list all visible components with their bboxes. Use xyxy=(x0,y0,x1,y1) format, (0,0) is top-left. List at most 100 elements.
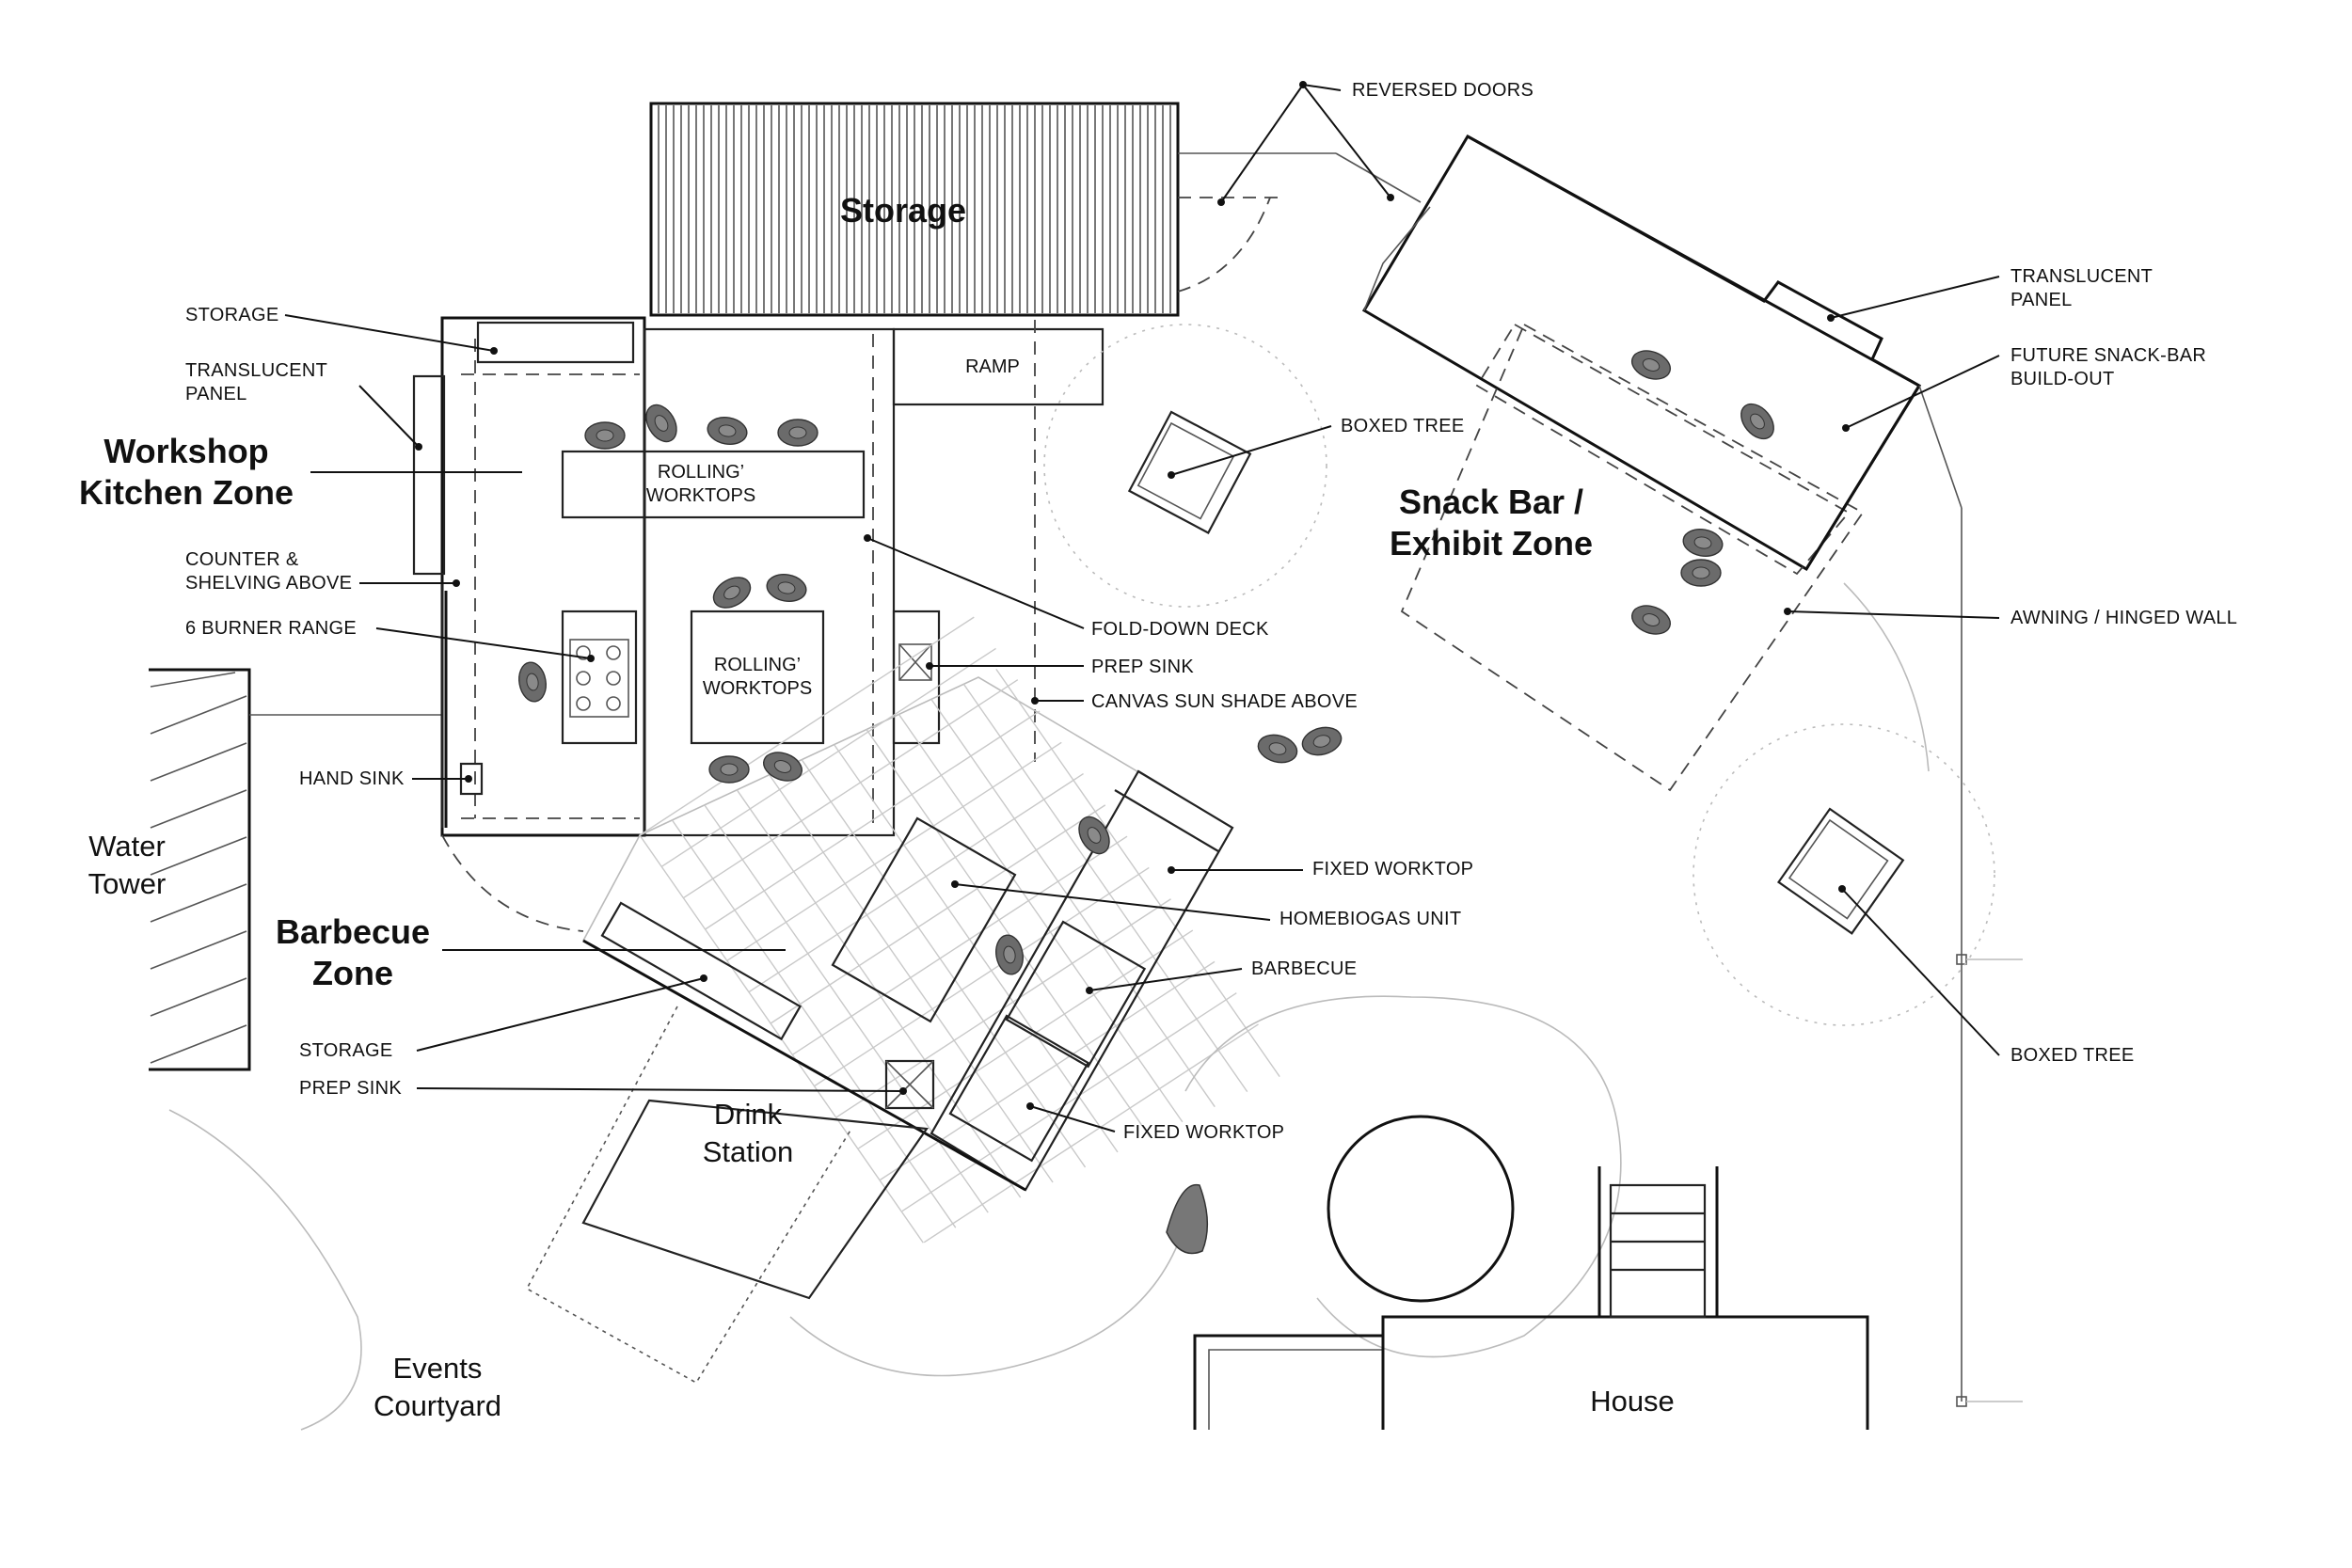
leader-line xyxy=(1089,968,1243,991)
paving-line xyxy=(801,759,1087,1168)
stool xyxy=(1630,350,1672,380)
leader-dot xyxy=(899,1087,907,1095)
leader-dot xyxy=(926,662,933,670)
leader-line xyxy=(1787,610,2000,619)
stools xyxy=(518,350,1774,975)
callout-six-burner-range: 6 BURNER RANGE xyxy=(185,618,357,639)
leader-dot xyxy=(490,347,498,355)
callout-counter-shelving-line2: SHELVING ABOVE xyxy=(185,573,352,594)
callout-canvas-sun-shade: CANVAS SUN SHADE ABOVE xyxy=(1091,691,1358,712)
stool xyxy=(584,421,626,450)
paving-line xyxy=(866,729,1151,1138)
paving-line xyxy=(639,616,975,836)
drink-station-label-line1: Drink xyxy=(714,1098,783,1131)
leader-dot xyxy=(415,443,422,451)
callout-future-snack-bar-line2: BUILD-OUT xyxy=(2010,369,2114,389)
bush xyxy=(1166,1183,1209,1255)
leader-line xyxy=(1170,425,1332,476)
stool xyxy=(1680,559,1722,587)
stairs xyxy=(1597,1166,1719,1319)
callout-boxed-tree-1: BOXED TREE xyxy=(1341,416,1465,436)
leader-line xyxy=(1302,84,1391,198)
leader-line xyxy=(375,627,592,659)
stool xyxy=(1740,403,1774,440)
paving-line xyxy=(660,647,996,867)
water-tower-label-line2: Tower xyxy=(88,867,167,900)
paving-line xyxy=(769,774,1054,1183)
paving-line xyxy=(683,679,1019,899)
barbecue-zone-line1: Barbecue xyxy=(276,912,430,951)
callout-fold-down-deck: FOLD-DOWN DECK xyxy=(1091,619,1269,640)
paving-line xyxy=(962,684,1248,1093)
leader-line xyxy=(1302,84,1342,91)
stool xyxy=(762,752,803,782)
leader-line xyxy=(1845,355,2000,429)
stool xyxy=(1630,605,1672,635)
callout-barbecue: BARBECUE xyxy=(1251,958,1357,979)
leader-dot xyxy=(453,579,460,587)
callout-leaders xyxy=(284,81,2000,1132)
stool xyxy=(1682,529,1724,557)
workshop-kitchen-structure xyxy=(412,316,1104,932)
snack-bar-zone-line2: Exhibit Zone xyxy=(1390,524,1593,562)
leader-dot xyxy=(1026,1102,1034,1110)
stool xyxy=(1078,816,1110,855)
ramp-label: RAMP xyxy=(965,356,1020,377)
snack-bar-zone-line1: Snack Bar / xyxy=(1399,483,1583,521)
callout-future-snack-bar-line1: FUTURE SNACK-BAR xyxy=(2010,345,2206,366)
round-table xyxy=(1327,1115,1515,1303)
paving-line xyxy=(930,699,1216,1108)
leader-line xyxy=(416,977,705,1052)
storage-container xyxy=(649,102,1336,317)
stool xyxy=(712,577,752,609)
rolling-worktops-1-line1: ROLLING’ xyxy=(658,462,744,483)
rolling-worktops-2-line1: ROLLING’ xyxy=(714,655,801,675)
water-tower-label-line1: Water xyxy=(88,830,166,863)
callout-reversed-doors: REVERSED DOORS xyxy=(1352,80,1534,101)
leader-line xyxy=(866,537,1085,629)
drink-station-label-line2: Station xyxy=(703,1135,794,1168)
stool xyxy=(645,404,677,443)
stool xyxy=(766,574,807,602)
callout-homebiogas-unit: HOMEBIOGAS UNIT xyxy=(1279,909,1461,929)
snack-bar-container xyxy=(1335,134,1963,792)
rolling-worktops-1-line2: WORKTOPS xyxy=(646,485,755,506)
paving-line xyxy=(995,668,1280,1077)
deck-paving-grid xyxy=(639,616,1280,1243)
leader-dot xyxy=(1827,314,1835,322)
leader-dot xyxy=(1086,987,1093,994)
workshop-kitchen-zone-line1: Workshop xyxy=(103,432,268,470)
paving-line xyxy=(671,819,957,1228)
paving-line xyxy=(748,773,1084,993)
barbecue-zone-line2: Zone xyxy=(312,954,393,992)
leader-line xyxy=(1841,888,2000,1056)
callout-translucent-panel-left-line1: TRANSLUCENT xyxy=(185,360,327,381)
leader-line xyxy=(416,1087,904,1092)
landscape-outlines xyxy=(168,582,1930,1431)
paving-line xyxy=(814,866,1150,1086)
leader-dot xyxy=(587,655,595,662)
paving-line xyxy=(898,714,1184,1123)
workshop-kitchen-zone-line2: Kitchen Zone xyxy=(79,473,294,512)
callout-storage-top: STORAGE xyxy=(185,305,279,325)
water-tower-structure xyxy=(149,668,442,1071)
callout-fixed-worktop-2: FIXED WORKTOP xyxy=(1123,1122,1284,1143)
leader-dot xyxy=(1168,866,1175,874)
boxed-tree-2 xyxy=(1692,723,1995,1026)
leader-line xyxy=(954,883,1271,921)
paving-line xyxy=(771,804,1106,1024)
leader-dot xyxy=(1842,424,1850,432)
barbecue-deck xyxy=(581,616,1280,1243)
leader-dot xyxy=(1838,885,1846,893)
callout-awning-hinged-wall: AWNING / HINGED WALL xyxy=(2010,608,2237,628)
house-label: House xyxy=(1590,1385,1675,1418)
storage-label: Storage xyxy=(840,191,966,230)
drink-station-area xyxy=(525,1006,929,1385)
callout-boxed-tree-2: BOXED TREE xyxy=(2010,1045,2135,1066)
paving-line xyxy=(901,992,1237,1212)
callout-translucent-panel-right-line1: TRANSLUCENT xyxy=(2010,266,2153,287)
stool xyxy=(1257,734,1298,764)
leader-line xyxy=(358,385,420,448)
